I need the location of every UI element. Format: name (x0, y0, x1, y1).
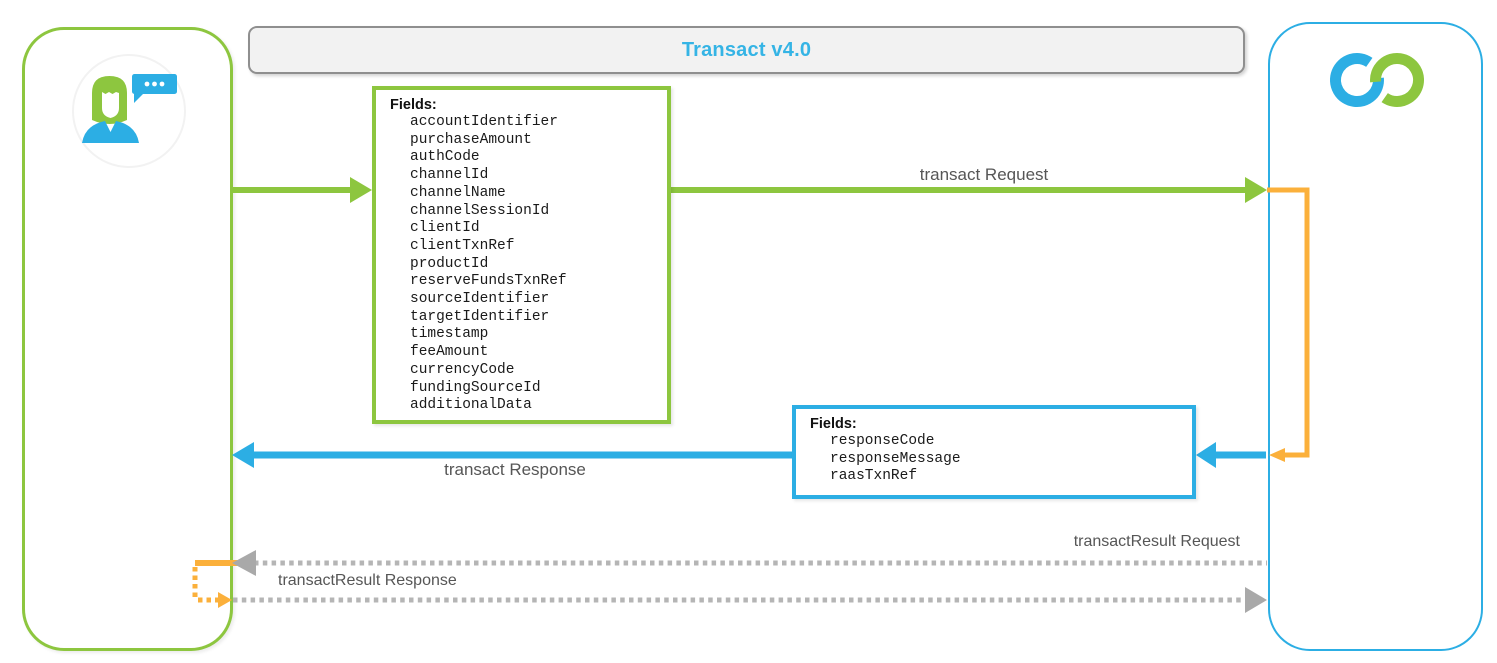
transact-request-arrowhead-1 (350, 177, 372, 203)
client-avatar (72, 54, 186, 168)
field-item: feeAmount (410, 344, 489, 361)
service-logo (1330, 53, 1424, 107)
actor-callback-arrowhead (218, 592, 232, 608)
service-lane (1268, 22, 1483, 651)
speech-dot (152, 81, 157, 87)
field-item: channelId (410, 167, 489, 184)
avatar-backdrop-circle (72, 54, 186, 168)
field-item: targetIdentifier (410, 308, 550, 325)
field-item: productId (410, 255, 489, 272)
field-item: purchaseAmount (410, 131, 532, 148)
transact-response-arrowhead-1 (232, 442, 254, 468)
field-item: raasTxnRef (830, 468, 918, 485)
transact-response-arrowhead-2 (1196, 442, 1216, 468)
client-lane (22, 27, 233, 651)
field-item: reserveFundsTxnRef (410, 273, 567, 290)
response-fields-label: Fields: (810, 416, 857, 432)
transact-result-request-arrowhead (232, 550, 256, 576)
transact-result-response-arrowhead (1245, 587, 1267, 613)
service-processing-connector (1267, 187, 1310, 458)
logo-ring-green (1370, 53, 1424, 107)
field-item: additionalData (410, 397, 532, 414)
avatar-shoulders (82, 121, 139, 143)
transact-request-arrowhead-2 (1245, 177, 1267, 203)
avatar-face (102, 92, 119, 118)
page-title: Transact v4.0 (681, 38, 812, 61)
transact-request-label: transact Request (919, 165, 1049, 184)
request-fields-label: Fields: (390, 97, 437, 113)
transact-response-label: transact Response (444, 460, 586, 479)
transact-result-request-label: transactResult Request (1073, 533, 1240, 550)
service-processing-arrowhead (1269, 448, 1285, 462)
field-item: authCode (410, 149, 480, 166)
field-item: timestamp (410, 326, 489, 343)
speech-dot (144, 81, 150, 87)
field-item: clientTxnRef (410, 237, 515, 254)
field-item: sourceIdentifier (410, 291, 550, 308)
field-item: accountIdentifier (410, 114, 558, 130)
title-bar: Transact v4.0 (248, 26, 1245, 74)
speech-bubble-tail (134, 93, 144, 103)
field-item: responseCode (830, 433, 935, 449)
field-item: fundingSourceId (410, 379, 541, 396)
logo-ring-blue (1330, 53, 1384, 107)
field-item: responseMessage (830, 450, 961, 467)
field-item: channelName (410, 184, 506, 201)
field-item: clientId (410, 220, 480, 237)
field-item: currencyCode (410, 361, 515, 378)
field-item: channelSessionId (410, 202, 550, 219)
speech-dot (159, 81, 165, 87)
transact-result-response-label: transactResult Response (278, 572, 457, 589)
